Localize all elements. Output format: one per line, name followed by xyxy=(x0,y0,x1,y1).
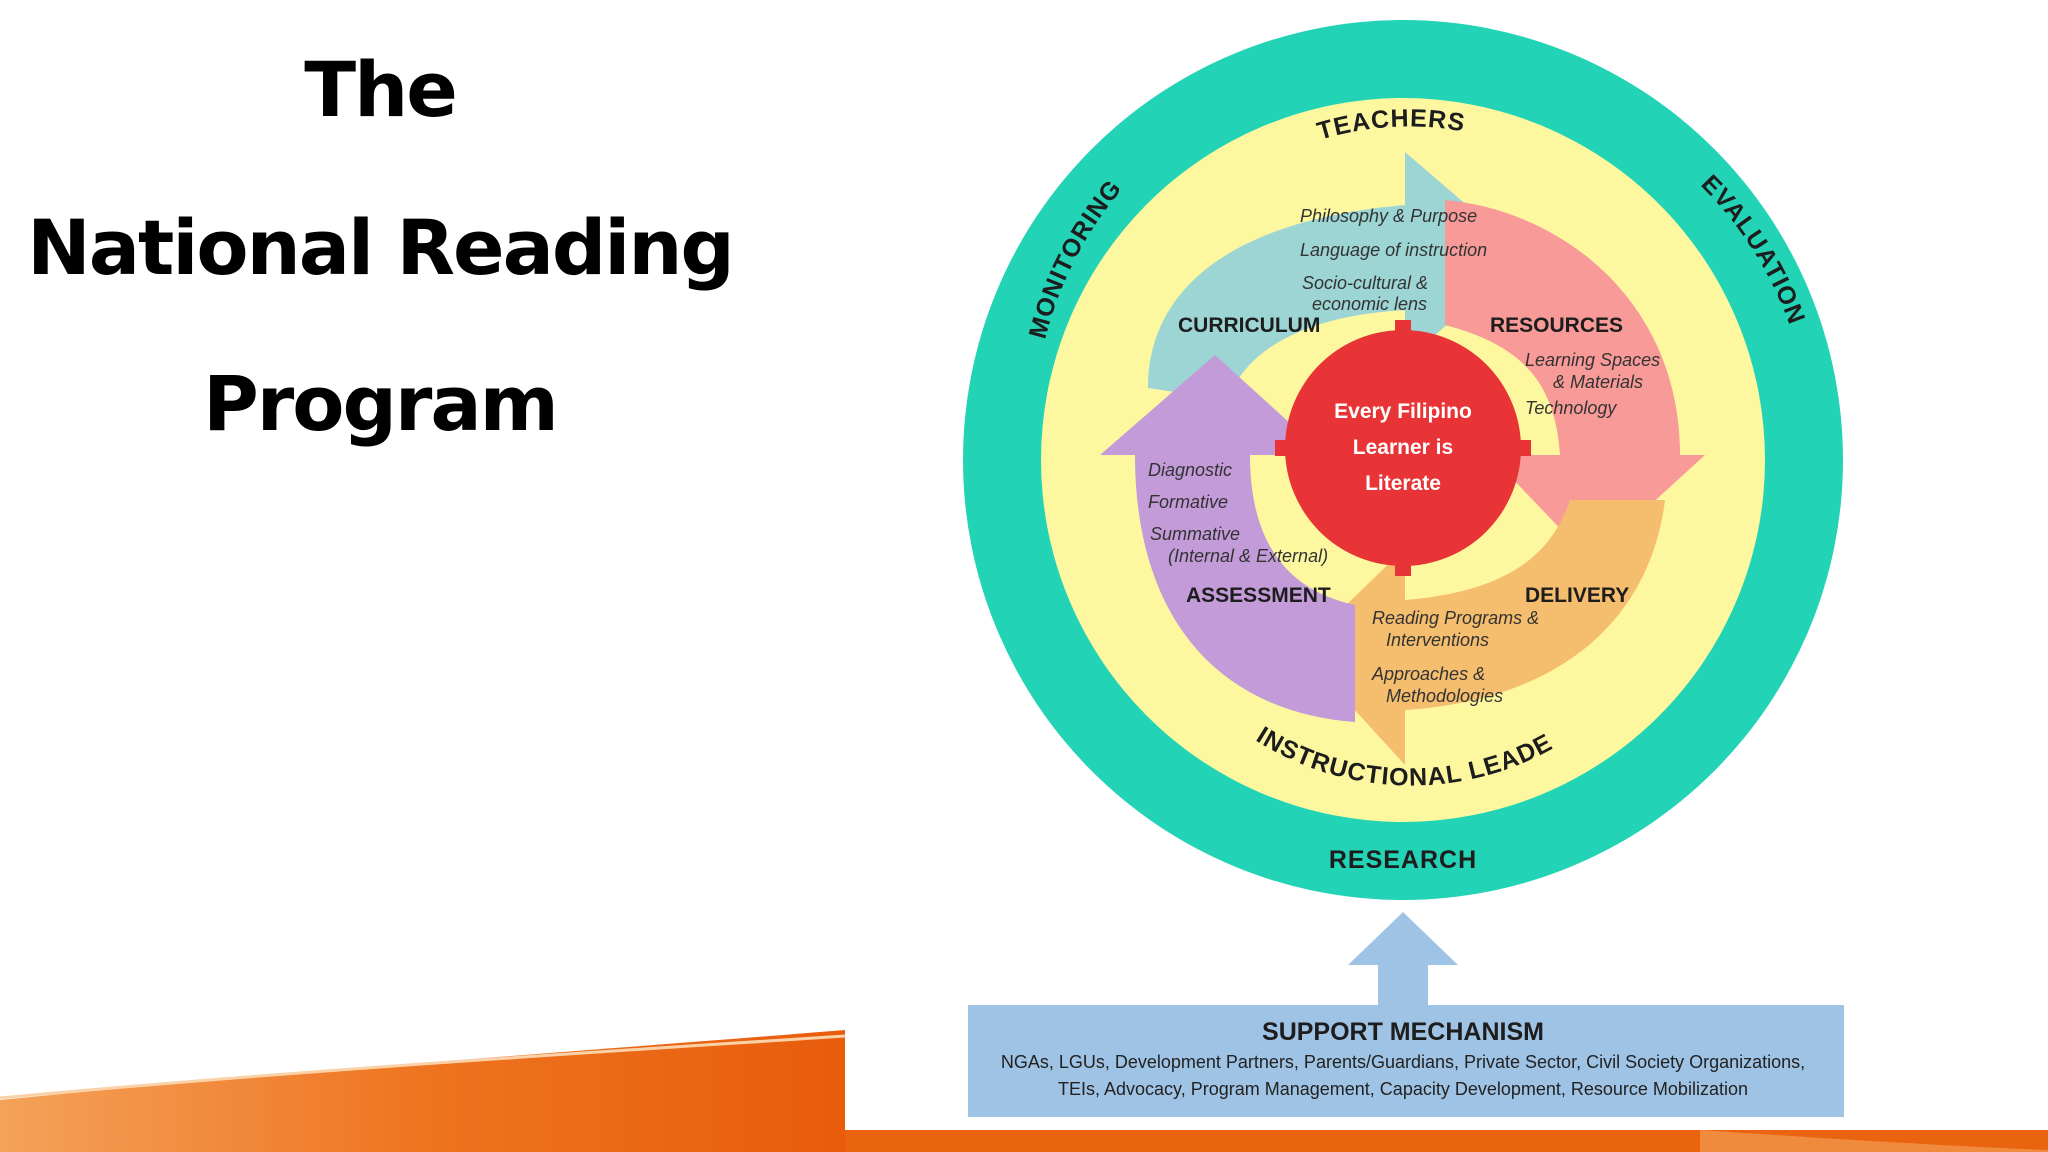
resources-item-1: Learning Spaces xyxy=(1525,350,1660,370)
curriculum-item-1: Philosophy & Purpose xyxy=(1300,206,1477,226)
assessment-item-4: (Internal & External) xyxy=(1168,546,1328,566)
delivery-item-1: Reading Programs & xyxy=(1372,608,1539,628)
curriculum-item-4: economic lens xyxy=(1312,294,1427,314)
assessment-item-3: Summative xyxy=(1150,524,1240,544)
support-mechanism-line-2: TEIs, Advocacy, Program Management, Capa… xyxy=(1058,1079,1748,1099)
delivery-label: DELIVERY xyxy=(1525,584,1629,607)
assessment-item-2: Formative xyxy=(1148,492,1228,512)
center-text-line-3: Literate xyxy=(1365,472,1441,495)
resources-item-2: & Materials xyxy=(1553,372,1643,392)
slide-title-line-1: The xyxy=(304,45,458,134)
support-mechanism-line-1: NGAs, LGUs, Development Partners, Parent… xyxy=(1001,1052,1805,1072)
assessment-label: ASSESSMENT xyxy=(1186,584,1331,607)
center-text-line-2: Learner is xyxy=(1353,436,1453,459)
resources-label: RESOURCES xyxy=(1490,314,1623,337)
support-mechanism-box xyxy=(968,1005,1844,1117)
center-text-line-1: Every Filipino xyxy=(1334,400,1472,423)
curriculum-item-3: Socio-cultural & xyxy=(1302,273,1428,293)
assessment-item-1: Diagnostic xyxy=(1148,460,1232,480)
research-label: RESEARCH xyxy=(1329,846,1477,874)
orange-swoosh-highlight xyxy=(0,1034,846,1100)
orange-bottom-right-accent xyxy=(1700,1130,2048,1152)
delivery-arrow xyxy=(1300,500,1665,765)
center-gear xyxy=(1275,320,1531,576)
orange-swoosh xyxy=(0,1030,845,1152)
slide-title-line-3: Program xyxy=(203,359,559,448)
slide-title-line-2: National Reading xyxy=(27,203,735,292)
delivery-item-4: Methodologies xyxy=(1386,686,1503,706)
delivery-item-3: Approaches & xyxy=(1371,664,1485,684)
curriculum-label: CURRICULUM xyxy=(1178,314,1320,337)
support-up-arrow xyxy=(1348,912,1458,1005)
curriculum-item-2: Language of instruction xyxy=(1300,240,1487,260)
support-mechanism-title: SUPPORT MECHANISM xyxy=(1262,1018,1544,1046)
delivery-item-2: Interventions xyxy=(1386,630,1489,650)
resources-item-3: Technology xyxy=(1525,398,1617,418)
